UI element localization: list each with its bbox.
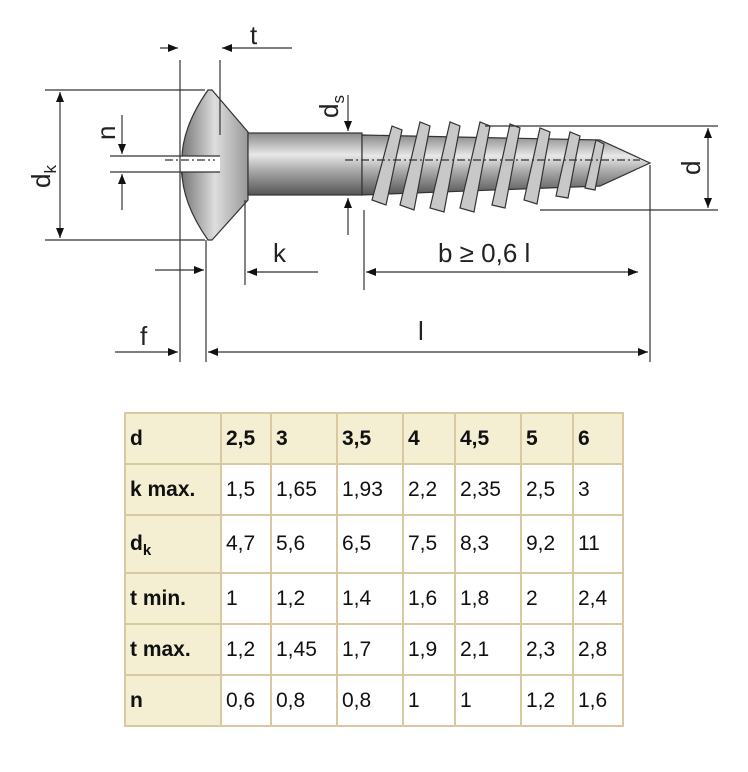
table-cell: 0,8: [270, 674, 338, 727]
table-cell: 1,9: [402, 623, 456, 676]
table-cell: 2,35: [454, 463, 522, 516]
header-cell: 4,5: [454, 412, 522, 465]
table-cell: 9,2: [520, 514, 574, 574]
label-n: n: [91, 126, 121, 140]
table-cell: 2: [520, 572, 574, 625]
table-cell: 1,65: [270, 463, 338, 516]
table-cell: 0,8: [336, 674, 404, 727]
row-label: n: [124, 674, 222, 727]
header-cell: 6: [572, 412, 624, 465]
table-cell: 1,2: [520, 674, 574, 727]
table-cell: 3: [572, 463, 624, 516]
row-label-sub: k: [142, 542, 152, 559]
dimension-labels: t ds n dk d k b ≥ 0,6 l l f: [26, 20, 706, 351]
table-cell: 1: [454, 674, 522, 727]
row-label: t min.: [124, 572, 222, 625]
row-label: t max.: [124, 623, 222, 676]
table-cell: 2,4: [572, 572, 624, 625]
screw-diagram: t ds n dk d k b ≥ 0,6 l l f: [26, 20, 718, 362]
row-label: k max.: [124, 463, 222, 516]
dimension-lines: [45, 44, 718, 362]
table-cell: 0,6: [220, 674, 272, 727]
label-d: d: [676, 161, 706, 175]
header-cell: 2,5: [220, 412, 272, 465]
table-cell: 2,3: [520, 623, 574, 676]
table-cell: 1,45: [270, 623, 338, 676]
label-ds: ds: [314, 95, 348, 118]
header-cell: 3,5: [336, 412, 404, 465]
table-cell: 2,2: [402, 463, 456, 516]
header-cell: 3: [270, 412, 338, 465]
header-cell: 5: [520, 412, 574, 465]
table-cell: 1,93: [336, 463, 404, 516]
table-cell: 1,2: [220, 623, 272, 676]
label-t: t: [250, 20, 258, 50]
table-cell: 5,6: [270, 514, 338, 574]
label-b: b ≥ 0,6 l: [438, 238, 530, 268]
table-cell: 11: [572, 514, 624, 574]
table-cell: 1,7: [336, 623, 404, 676]
table-cell: 7,5: [402, 514, 456, 574]
header-label: d: [124, 412, 222, 465]
table-cell: 1,2: [270, 572, 338, 625]
header-cell: 4: [402, 412, 456, 465]
table-cell: 2,5: [520, 463, 574, 516]
table-cell: 2,8: [572, 623, 624, 676]
label-f: f: [140, 321, 148, 351]
table-cell: 1,8: [454, 572, 522, 625]
screw-slot: [110, 156, 220, 172]
table-cell: 1: [402, 674, 456, 727]
label-k: k: [273, 238, 287, 268]
table-cell: 2,1: [454, 623, 522, 676]
table-cell: 1,5: [220, 463, 272, 516]
screw-body: [110, 89, 652, 241]
table-cell: 1,4: [336, 572, 404, 625]
table-cell: 1,6: [572, 674, 624, 727]
label-l: l: [418, 316, 424, 346]
table-cell: 6,5: [336, 514, 404, 574]
row-label-main: d: [130, 532, 143, 555]
table-cell: 1: [220, 572, 272, 625]
table-cell: 1,6: [402, 572, 456, 625]
label-dk: dk: [26, 165, 60, 188]
table-cell: 8,3: [454, 514, 522, 574]
row-label: dk: [124, 514, 222, 574]
table-cell: 4,7: [220, 514, 272, 574]
screw-shank: [247, 132, 363, 196]
